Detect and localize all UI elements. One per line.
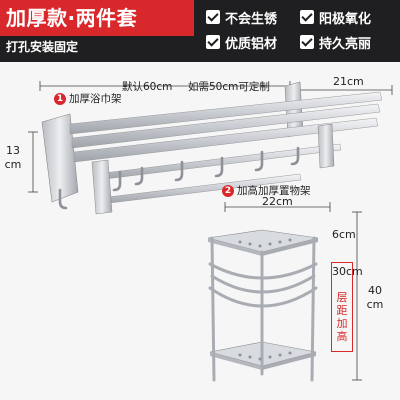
layer-gap-box: 30cm 层距加高 (331, 262, 363, 352)
product1-custom: 如需50cm可定制 (188, 81, 270, 93)
total-height-unit: cm (366, 298, 384, 311)
layer-gap-value: 30cm (332, 265, 363, 278)
title-block: 加厚款·两件套 打孔安装固定 (0, 0, 194, 60)
product-illustration (28, 81, 393, 382)
check-icon (206, 35, 220, 49)
hooks (58, 146, 300, 210)
install-note: 打孔安装固定 (6, 40, 79, 54)
product1-name: 加厚浴巾架 (69, 93, 122, 105)
total-height-value: 40 (368, 284, 382, 297)
height-value: 13 (6, 144, 20, 157)
feature-item: 持久亮丽 (300, 32, 371, 52)
width-label: 22cm (262, 195, 293, 208)
feature-label: 不会生锈 (225, 11, 278, 27)
feature-label: 阳极氧化 (319, 11, 372, 27)
number-badge: 1 (54, 93, 66, 105)
feature-item: 阳极氧化 (300, 7, 371, 27)
layer-gap-label: 层距加高 (336, 291, 348, 343)
check-icon (206, 10, 220, 24)
height-unit: cm (4, 158, 22, 171)
number-badge: 2 (222, 185, 234, 197)
feature-label: 优质铝材 (225, 36, 278, 52)
feature-item: 不会生锈 (206, 7, 277, 27)
check-icon (300, 10, 314, 24)
feature-label: 持久亮丽 (319, 36, 372, 52)
top-gap-label: 6cm (332, 228, 356, 241)
feature-list: 不会生锈 阳极氧化 优质铝材 持久亮丽 (206, 5, 400, 55)
corner-shelf (207, 229, 319, 382)
shelf-holes (238, 238, 292, 361)
dimension-lines (28, 81, 393, 381)
check-icon (300, 35, 314, 49)
depth-label: 21cm (333, 75, 364, 88)
product-title: 加厚款·两件套 (0, 0, 194, 36)
towel-rack (41, 81, 383, 215)
product2-name: 加高加厚置物架 (237, 185, 311, 197)
product1-length: 默认60cm (122, 81, 173, 93)
feature-item: 优质铝材 (206, 32, 277, 52)
